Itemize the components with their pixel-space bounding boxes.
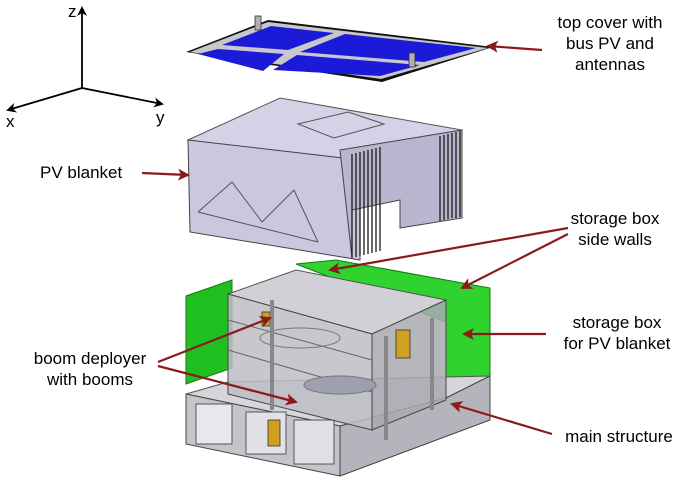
label-pv-blanket-line-1: PV blanket — [40, 163, 123, 182]
x-axis-arrow — [6, 87, 83, 113]
label-top-cover-line-2: bus PV and — [566, 34, 654, 53]
top-cover-panel — [186, 15, 493, 82]
label-top-cover-line-1: top cover with — [557, 13, 663, 32]
y-axis-label: y — [156, 108, 165, 127]
arrow-top-cover — [486, 40, 543, 53]
arrow-pv-blanket — [141, 168, 190, 181]
main-structure-frame — [185, 269, 491, 477]
label-storage-box: storage box for PV blanket — [552, 312, 682, 354]
arrow-boom-lower — [157, 364, 298, 406]
z-axis-label: z — [68, 2, 77, 21]
x-axis-label: x — [6, 112, 15, 131]
label-main-structure-line-1: main structure — [565, 427, 673, 446]
arrow-side-wall-right — [460, 233, 569, 289]
label-boom-deployer: boom deployer with booms — [20, 348, 160, 390]
label-top-cover: top cover with bus PV and antennas — [540, 12, 680, 75]
label-storage-box-line-2: for PV blanket — [563, 334, 671, 353]
pv-blanket — [186, 97, 464, 261]
label-side-walls: storage box side walls — [560, 208, 670, 250]
arrow-side-wall-back — [328, 226, 569, 275]
label-side-walls-line-1: storage box — [570, 209, 660, 228]
label-storage-box-line-1: storage box — [572, 313, 662, 332]
pointer-arrows — [141, 40, 569, 436]
coordinate-axes — [6, 6, 164, 113]
label-top-cover-line-3: antennas — [575, 55, 645, 74]
label-side-walls-line-2: side walls — [578, 230, 652, 249]
arrow-main-structure — [450, 401, 553, 436]
label-pv-blanket: PV blanket — [40, 162, 144, 183]
arrow-boom-upper — [157, 316, 272, 364]
label-boom-deployer-line-2: with booms — [47, 370, 133, 389]
label-boom-deployer-line-1: boom deployer — [33, 349, 147, 368]
y-axis-arrow — [81, 87, 164, 108]
label-main-structure: main structure — [556, 426, 682, 447]
